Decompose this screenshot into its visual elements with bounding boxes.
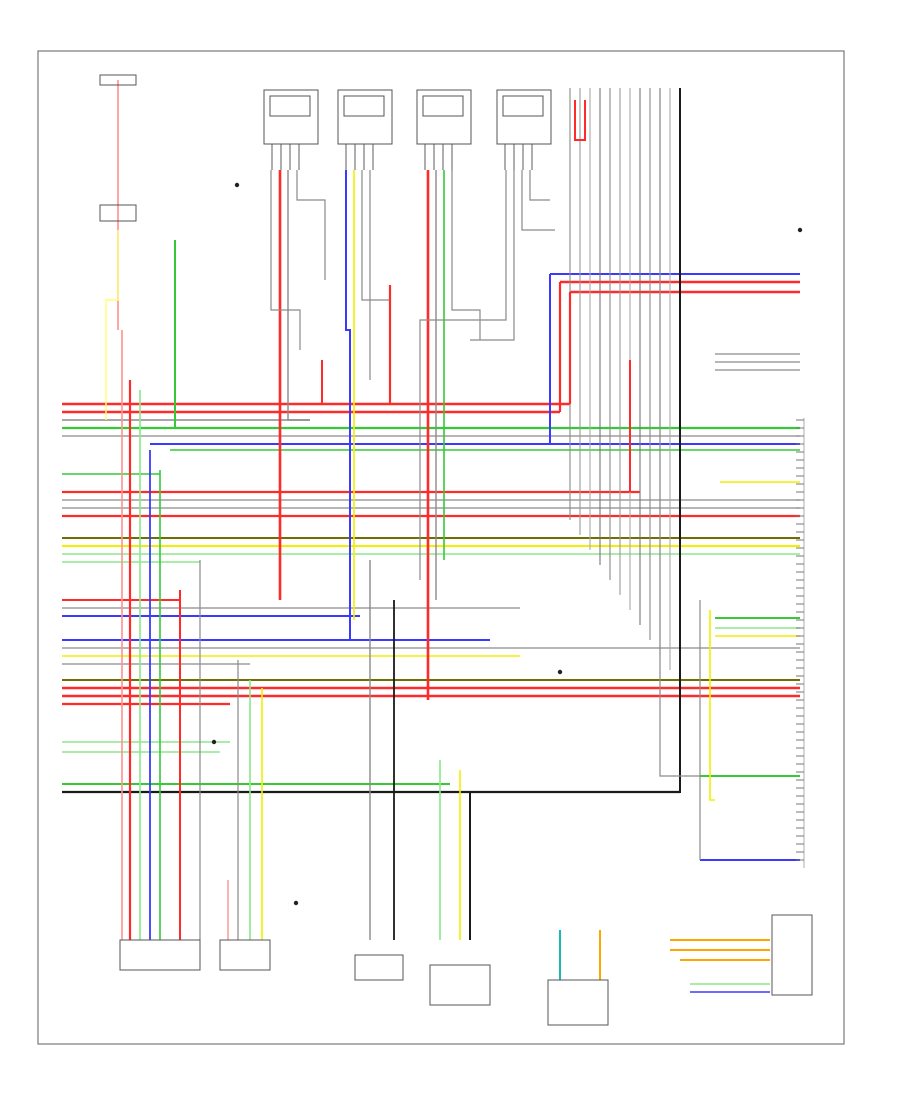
splice-point (211, 739, 217, 745)
left-bottom-connector (119, 939, 201, 971)
splice-point (557, 669, 563, 675)
wire-72 (451, 170, 481, 340)
wire-76 (529, 170, 550, 201)
sensor-2-element (343, 95, 385, 117)
splice-point (234, 182, 240, 188)
wire-89 (574, 100, 586, 141)
sensor-bottom-1 (354, 954, 404, 981)
sensor-3-housing (416, 89, 472, 145)
sensor-1-housing (263, 89, 319, 145)
wire-117 (709, 610, 715, 801)
wire-90 (469, 88, 681, 940)
wire-73 (419, 170, 507, 580)
sensor-3-element (422, 95, 464, 117)
wire-74 (470, 170, 515, 341)
splice-point (293, 900, 299, 906)
bottom-connector-2 (219, 939, 271, 971)
relay-bottom (547, 979, 609, 1026)
wire-62 (287, 170, 310, 421)
wire-91 (659, 88, 700, 777)
sensor-2-housing (337, 89, 393, 145)
component-layer (99, 74, 813, 1026)
wire-93 (105, 230, 119, 420)
sensor-4-housing (496, 89, 552, 145)
wire-75 (521, 170, 555, 231)
sensor-1-element (269, 95, 311, 117)
ecu-box (771, 914, 813, 996)
wire-67 (361, 170, 391, 340)
relay-box (99, 204, 137, 222)
ground-point (797, 227, 803, 233)
wire-65 (345, 170, 351, 640)
fuse-block (99, 74, 137, 86)
wire-64 (296, 170, 326, 280)
sensor-bottom-2 (429, 964, 491, 1006)
sensor-4-element (502, 95, 544, 117)
wire-layer (62, 80, 805, 993)
wire-63 (270, 170, 301, 350)
diagram-border (37, 50, 845, 1045)
